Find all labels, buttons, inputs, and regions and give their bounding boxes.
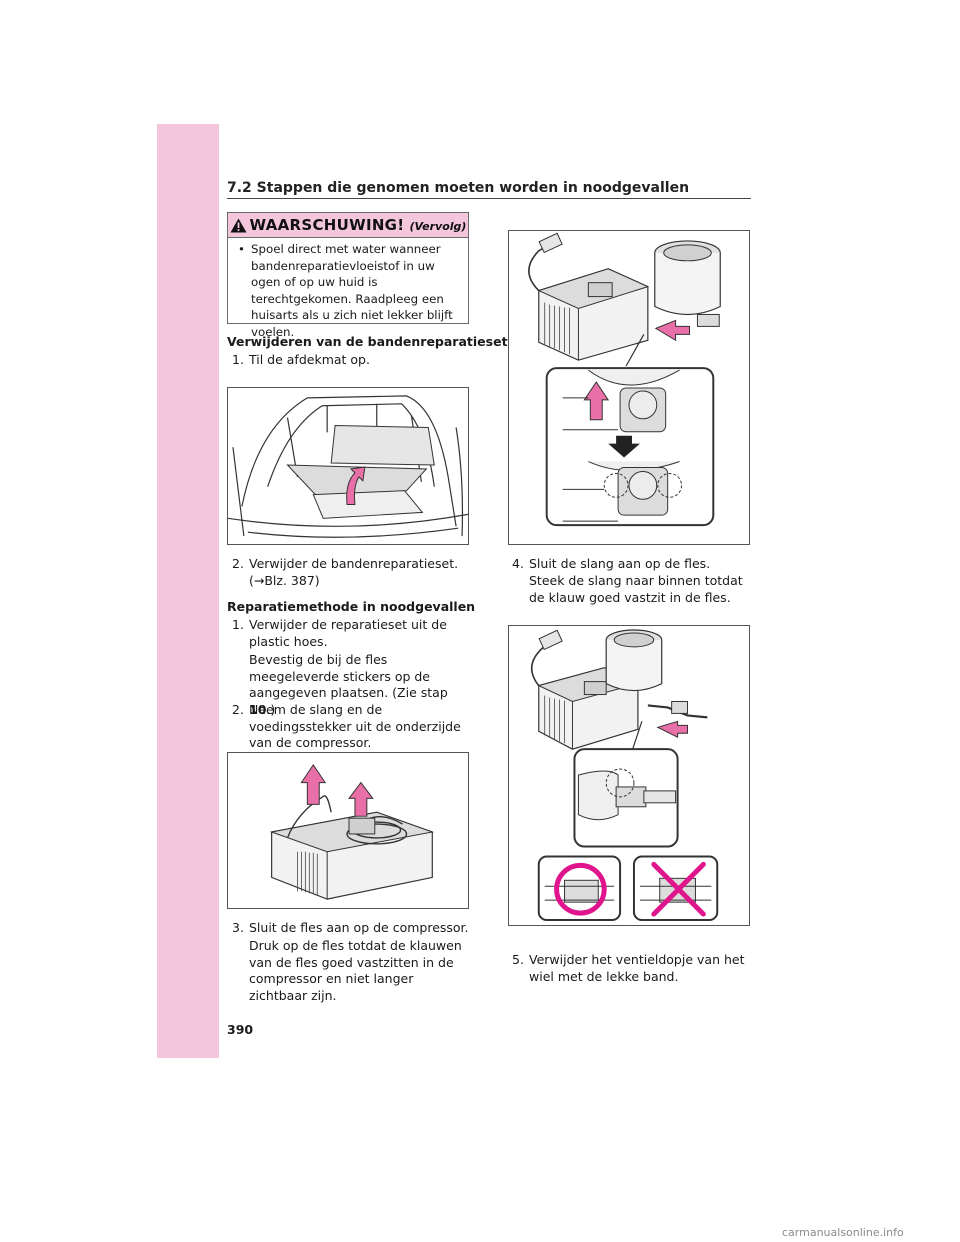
step-text: Verwijder de bandenreparatieset. (→Blz. … <box>249 556 459 588</box>
step-text: Sluit de slang aan op de fles. <box>529 556 711 571</box>
step-take-hose: 2. Neem de slang en de voedingsstekker u… <box>232 702 469 752</box>
step-number: 3. <box>232 920 244 935</box>
correct-circle-icon <box>554 862 607 916</box>
warning-triangle-icon <box>230 218 247 232</box>
step-remove-kit: 2. Verwijder de bandenreparatieset. (→Bl… <box>232 556 469 589</box>
step-number: 1. <box>232 352 244 367</box>
header-rule <box>227 198 751 199</box>
incorrect-cross-icon <box>651 861 706 917</box>
step-text: Neem de slang en de voedingsstekker uit … <box>249 702 461 750</box>
step-remove-valve-cap: 5. Verwijder het ventieldopje van het wi… <box>512 952 752 985</box>
section-header: 7.2 Stappen die genomen moeten worden in… <box>227 180 690 196</box>
step-text: Sluit de fles aan op de compressor. <box>249 920 469 935</box>
heading-repair-method: Reparatiemethode in noodgevallen <box>227 599 476 614</box>
step-text: Til de afdekmat op. <box>249 352 370 367</box>
sub-text: Bevestig de bij de fles meegeleverde sti… <box>249 652 448 700</box>
step-sub-insert-hose: Steek de slang naar binnen totdat de kla… <box>529 573 743 605</box>
step-connect-bottle: 3. Sluit de fles aan op de compressor. <box>232 920 469 937</box>
step-sub-stickers: Bevestig de bij de fles meegeleverde sti… <box>249 652 469 718</box>
step-text: Verwijder het ventieldopje van het wiel … <box>529 952 745 984</box>
warning-title: WAARSCHUWING! <box>249 216 405 234</box>
step-number: 2. <box>232 556 244 571</box>
step-number: 2. <box>232 702 244 717</box>
watermark: carmanualsonline.info <box>782 1226 904 1239</box>
step-text: Verwijder de reparatieset uit de plastic… <box>249 617 447 649</box>
chapter-sidebar-tab <box>157 124 219 1058</box>
step-lift-mat: 1. Til de afdekmat op. <box>232 352 469 369</box>
figure-compressor-underside <box>227 752 469 909</box>
warning-bullet: • <box>238 242 245 256</box>
heading-remove-kit: Verwijderen van de bandenreparatieset <box>227 334 508 349</box>
figure-bottle-on-compressor <box>508 230 750 545</box>
figure-trunk-mat <box>227 387 469 545</box>
warning-body: • Spoel direct met water wanneer bandenr… <box>228 238 468 340</box>
warning-header: WAARSCHUWING! (Vervolg) <box>228 213 468 238</box>
warning-box: WAARSCHUWING! (Vervolg) • Spoel direct m… <box>227 212 469 339</box>
step-sub-press-bottle: Druk op de fles totdat de klauwen van de… <box>249 938 462 1003</box>
step-number: 1. <box>232 617 244 632</box>
step-connect-hose: 4. Sluit de slang aan op de fles. <box>512 556 752 573</box>
figure-hose-connection <box>508 625 750 926</box>
step-number: 5. <box>512 952 524 967</box>
step-remove-from-bag: 1. Verwijder de reparatieset uit de plas… <box>232 617 469 650</box>
step-number: 4. <box>512 556 524 571</box>
sub-step-ref: 10 <box>249 701 267 717</box>
sub-text-end: .) <box>266 701 276 717</box>
warning-text: Spoel direct met water wanneer bandenrep… <box>251 242 453 339</box>
warning-subtitle: (Vervolg) <box>409 219 467 233</box>
page-number: 390 <box>227 1022 254 1037</box>
